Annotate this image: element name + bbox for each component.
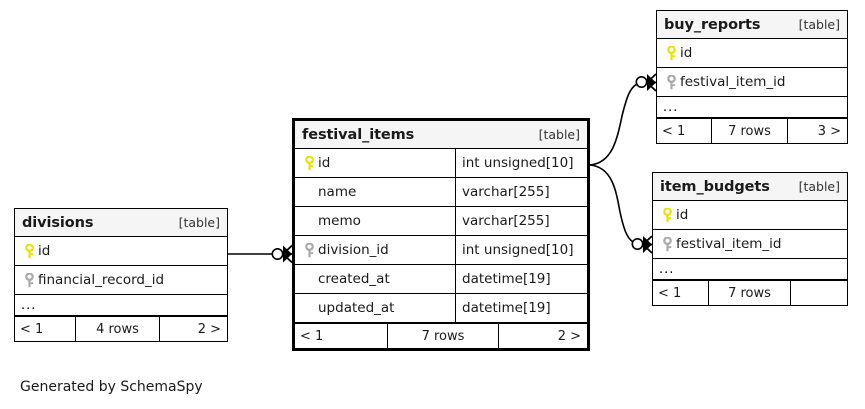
next-page-button[interactable]: 2 > <box>197 321 221 337</box>
column-type: datetime[19] <box>455 265 587 293</box>
table-kind-label: [table] <box>538 127 580 142</box>
column-label: created_at <box>318 271 390 287</box>
column-label: festival_item_id <box>676 236 782 252</box>
table-festival-items[interactable]: festival_items [table] id int unsigned[1… <box>292 118 590 351</box>
row-count-label: 7 rows <box>387 324 499 348</box>
column-name-cell: id <box>657 39 847 67</box>
table-footer-buy-reports: < 1 7 rows 3 > <box>657 118 847 143</box>
column-name-cell: festival_item_id <box>657 68 847 96</box>
column-label: name <box>318 184 357 200</box>
table-row[interactable]: division_id int unsigned[10] <box>295 236 587 265</box>
crowsfoot-many-marker <box>281 244 293 264</box>
table-title: buy_reports <box>664 16 761 33</box>
more-columns-indicator: ... <box>657 97 847 118</box>
relationship-divisions-festival-items <box>228 244 293 264</box>
prev-page-button[interactable]: < 1 <box>662 123 686 139</box>
prev-page-button[interactable]: < 1 <box>300 328 324 344</box>
column-name-cell: updated_at <box>295 294 455 322</box>
table-header-divisions: divisions [table] <box>15 209 227 237</box>
column-type: varchar[255] <box>455 207 587 235</box>
next-page-button[interactable] <box>791 281 847 305</box>
table-footer-divisions: < 1 4 rows 2 > <box>15 316 227 341</box>
column-label: festival_item_id <box>680 74 786 90</box>
prev-page-button[interactable]: < 1 <box>20 321 44 337</box>
table-title: divisions <box>22 214 94 231</box>
column-type: varchar[255] <box>455 178 587 206</box>
column-label: memo <box>318 213 361 229</box>
table-item-budgets[interactable]: item_budgets [table] id festival_item_id… <box>652 172 848 306</box>
foreign-key-icon <box>21 272 38 288</box>
next-page-button[interactable]: 2 > <box>557 328 581 344</box>
primary-key-icon <box>659 207 676 223</box>
column-label: updated_at <box>318 300 395 316</box>
column-name-cell: financial_record_id <box>15 266 227 294</box>
table-buy-reports[interactable]: buy_reports [table] id festival_item_id … <box>656 10 848 144</box>
table-row[interactable]: id int unsigned[10] <box>295 149 587 178</box>
column-type: int unsigned[10] <box>455 149 587 177</box>
table-footer-item-budgets: < 1 7 rows <box>653 280 847 305</box>
column-label: financial_record_id <box>38 272 165 288</box>
cardinality-zero-marker <box>271 248 284 261</box>
table-row[interactable]: id <box>653 201 847 230</box>
table-title: item_budgets <box>660 178 770 195</box>
table-row[interactable]: name varchar[255] <box>295 178 587 207</box>
foreign-key-icon <box>663 74 680 90</box>
table-row[interactable]: updated_at datetime[19] <box>295 294 587 323</box>
relationship-festival-items-item-budgets <box>589 164 653 254</box>
foreign-key-icon <box>301 242 318 258</box>
row-count-label: 7 rows <box>708 281 791 305</box>
column-type: datetime[19] <box>455 294 587 322</box>
crowsfoot-many-marker <box>641 235 653 254</box>
column-label: id <box>676 207 689 223</box>
table-kind-label: [table] <box>798 179 840 194</box>
prev-page-button[interactable]: < 1 <box>658 285 682 301</box>
column-type: int unsigned[10] <box>455 236 587 264</box>
primary-key-icon <box>301 155 318 171</box>
table-footer-festival-items: < 1 7 rows 2 > <box>295 323 587 348</box>
column-label: id <box>38 243 51 259</box>
column-label: division_id <box>318 242 389 258</box>
table-row[interactable]: id <box>657 39 847 68</box>
table-header-festival-items: festival_items [table] <box>295 121 587 149</box>
generated-by-caption: Generated by SchemaSpy <box>20 379 203 395</box>
column-name-cell: memo <box>295 207 455 235</box>
column-name-cell: created_at <box>295 265 455 293</box>
column-name-cell: id <box>15 237 227 265</box>
table-kind-label: [table] <box>798 17 840 32</box>
crowsfoot-many-marker <box>645 73 657 92</box>
more-columns-indicator: ... <box>15 295 227 316</box>
table-row[interactable]: festival_item_id <box>657 68 847 97</box>
column-label: id <box>318 155 331 171</box>
column-name-cell: division_id <box>295 236 455 264</box>
cardinality-zero-marker <box>635 76 648 89</box>
table-row[interactable]: id <box>15 237 227 266</box>
next-page-button[interactable]: 3 > <box>817 123 841 139</box>
table-divisions[interactable]: divisions [table] id financial_record_id… <box>14 208 228 342</box>
table-header-buy-reports: buy_reports [table] <box>657 11 847 39</box>
table-row[interactable]: created_at datetime[19] <box>295 265 587 294</box>
column-name-cell: id <box>295 149 455 177</box>
relationship-festival-items-buy-reports <box>589 73 657 166</box>
primary-key-icon <box>663 45 680 61</box>
table-row[interactable]: memo varchar[255] <box>295 207 587 236</box>
cardinality-zero-marker <box>631 238 644 251</box>
table-row[interactable]: festival_item_id <box>653 230 847 259</box>
primary-key-icon <box>21 243 38 259</box>
row-count-label: 4 rows <box>75 317 160 341</box>
table-title: festival_items <box>302 126 415 143</box>
foreign-key-icon <box>659 236 676 252</box>
table-kind-label: [table] <box>178 215 220 230</box>
table-row[interactable]: financial_record_id <box>15 266 227 295</box>
table-header-item-budgets: item_budgets [table] <box>653 173 847 201</box>
column-name-cell: name <box>295 178 455 206</box>
column-name-cell: id <box>653 201 847 229</box>
row-count-label: 7 rows <box>711 119 788 143</box>
column-name-cell: festival_item_id <box>653 230 847 258</box>
column-label: id <box>680 45 693 61</box>
more-columns-indicator: ... <box>653 259 847 280</box>
